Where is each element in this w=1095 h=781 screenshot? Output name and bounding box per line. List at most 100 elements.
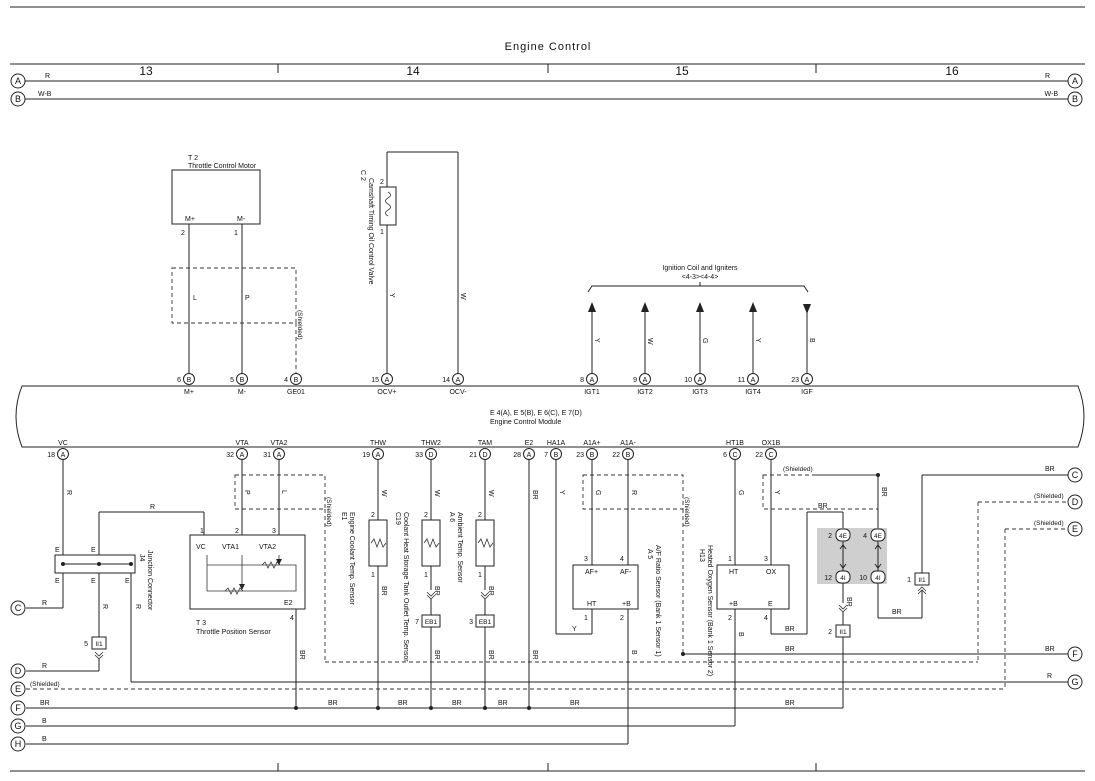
- pin-conn: A: [643, 377, 648, 384]
- af-ratio-sensor: [572, 564, 639, 610]
- wire-color: B: [630, 650, 637, 655]
- pin-label: E: [125, 578, 130, 585]
- wire-color: BR: [40, 700, 50, 707]
- terminal-letter: D: [15, 666, 22, 676]
- pin-number: 5: [230, 377, 234, 384]
- rail-terminal-d-right: [1067, 494, 1083, 510]
- component-name: Throttle Position Sensor: [196, 629, 271, 636]
- wire-color: BR: [1045, 466, 1055, 473]
- component-name: Throttle Control Motor: [188, 163, 257, 170]
- pin-number: 14: [442, 377, 450, 384]
- pin-conn: A: [805, 377, 810, 384]
- pin-conn: C: [768, 452, 773, 459]
- component-code: E1: [340, 512, 347, 521]
- rail-terminal-h-left: [10, 736, 26, 752]
- pin-label: E: [768, 601, 773, 608]
- wire-color: BR: [433, 650, 440, 660]
- wire-color: R: [42, 663, 47, 670]
- wire-color: G: [737, 490, 744, 495]
- wire-color: Y: [558, 490, 565, 495]
- wire-color: G: [701, 338, 708, 343]
- pin-number: 1: [907, 577, 911, 584]
- connector-link-icon: [874, 541, 882, 571]
- wire-color: Y: [593, 338, 600, 343]
- wire-color: BR: [328, 700, 338, 707]
- pin-conn: A: [277, 452, 282, 459]
- connector-label: II1: [839, 629, 847, 636]
- pin-number: 31: [263, 452, 271, 459]
- pin-conn: A: [385, 377, 390, 384]
- pin-number: 2: [620, 615, 624, 622]
- ignition-wires: [588, 302, 811, 373]
- connector-link-icon: [839, 541, 847, 571]
- pin-number: 12: [824, 575, 832, 582]
- pin-label: E: [91, 578, 96, 585]
- pin-label: VC: [196, 544, 206, 551]
- terminal-letter: C: [15, 603, 22, 613]
- wire-color: W: [646, 338, 653, 345]
- pin-number: 4: [764, 615, 768, 622]
- pin-label: IGT4: [745, 389, 761, 396]
- pin-label: IGF: [801, 389, 813, 396]
- pin-label: VTA2: [271, 440, 288, 447]
- coil-icon: [385, 191, 391, 217]
- component-name: Coolant Heat Storage Tank Outlet Temp. S…: [402, 512, 409, 662]
- wire-color: L: [193, 295, 197, 302]
- wire-color: BR: [785, 700, 795, 707]
- pin-number: 3: [469, 619, 473, 626]
- pin-conn: B: [626, 452, 631, 459]
- wire-color: R: [101, 604, 108, 609]
- pin-conn: A: [240, 452, 245, 459]
- terminal-letter: A: [1072, 76, 1078, 86]
- rail-terminal-c-left: [10, 600, 26, 616]
- pin-number: 21: [469, 452, 477, 459]
- pin-label: E: [55, 547, 60, 554]
- wire-color: R: [1047, 673, 1052, 680]
- pin-conn: A: [698, 377, 703, 384]
- connector-label: 4E: [874, 533, 883, 540]
- ecm-bottom-pins: [57, 448, 777, 460]
- pin-number: 6: [177, 377, 181, 384]
- pin-number: 19: [362, 452, 370, 459]
- component-code: C19: [394, 512, 401, 525]
- pin-number: 32: [226, 452, 234, 459]
- wire-color: R: [1045, 73, 1050, 80]
- wire-color: R: [134, 604, 141, 609]
- pin-label: M-: [238, 389, 247, 396]
- splice-dots: [294, 706, 531, 710]
- connector-label: 4I: [875, 575, 881, 582]
- pin-number: 2: [380, 179, 384, 186]
- pin-number: 10: [684, 377, 692, 384]
- pin-label: HA1A: [547, 440, 566, 447]
- pin-number: 6: [723, 452, 727, 459]
- wire-color: R: [42, 600, 47, 607]
- oil-control-valve: [379, 186, 397, 226]
- pin-label: OCV-: [449, 389, 467, 396]
- wire-color: BR: [818, 503, 828, 510]
- pin-label: E2: [525, 440, 534, 447]
- pin-conn: B: [240, 377, 245, 384]
- wire-color: BR: [531, 490, 538, 500]
- wire-color: BR: [570, 700, 580, 707]
- pin-label: OX: [766, 569, 776, 576]
- terminal-letter: C: [1072, 470, 1079, 480]
- wire-color: P: [243, 490, 250, 495]
- pin-conn: B: [187, 377, 192, 384]
- pin-conn: A: [590, 377, 595, 384]
- shield-label: (Shielded): [1034, 520, 1064, 527]
- wire-color: R: [65, 490, 72, 495]
- connector-label: II1: [95, 641, 103, 648]
- shield-label: (Shielded): [683, 497, 690, 527]
- component-name: Junction Connector: [146, 550, 153, 611]
- pin-conn: B: [554, 452, 559, 459]
- rail-terminal-f-right: [1067, 646, 1083, 662]
- pin-number: 1: [380, 229, 384, 236]
- rail-terminal-e-left: [10, 681, 26, 697]
- rail-terminal-f-left: [10, 700, 26, 716]
- pin-label: VC: [58, 440, 68, 447]
- pin-number: 1: [371, 572, 375, 579]
- terminal-letter: F: [15, 703, 21, 713]
- component-name: Ignition Coil and Igniters: [662, 265, 738, 272]
- terminal-letter: F: [1072, 649, 1078, 659]
- pin-number: 22: [755, 452, 763, 459]
